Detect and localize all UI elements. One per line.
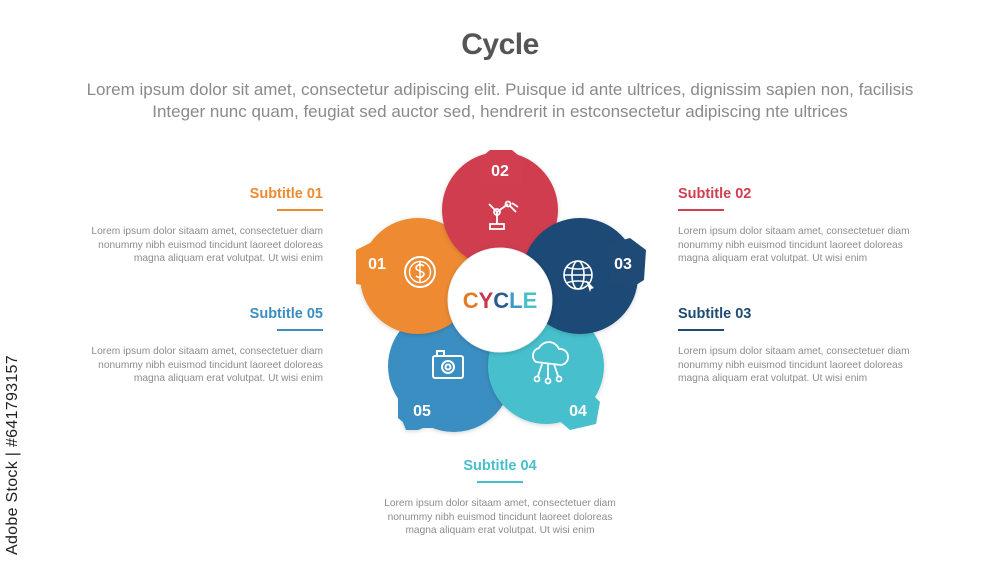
center-letter-l: L: [509, 288, 522, 313]
description-line-2: Integer nunc quam, feugiat sed auctor se…: [152, 102, 848, 121]
center-letter-c2: C: [493, 288, 509, 313]
center-label: CYCLE: [463, 288, 538, 313]
globe-icon: [563, 260, 594, 292]
camera-icon: [432, 350, 464, 379]
segment-04-number: 04: [569, 403, 587, 420]
segment-03-number: 03: [614, 256, 632, 273]
item-04-text: Lorem ipsum dolor sitaam amet, consectet…: [384, 498, 616, 536]
item-block-02: Subtitle 02 Lorem ipsum dolor sitaam ame…: [678, 186, 918, 266]
dollar-coin-icon: [404, 256, 436, 288]
subtitle-01: Subtitle 01: [249, 186, 323, 202]
segment-01: 01: [356, 218, 476, 334]
description-line-1: Lorem ipsum dolor sit amet, consectetur …: [86, 80, 914, 99]
center-circle: [447, 247, 553, 353]
stock-credit: Adobe Stock | #641793157: [4, 355, 21, 555]
item-03-text: Lorem ipsum dolor sitaam amet, consectet…: [678, 346, 910, 384]
item-02-text: Lorem ipsum dolor sitaam amet, consectet…: [678, 226, 910, 264]
item-block-04: Subtitle 04 Lorem ipsum dolor sitaam ame…: [380, 458, 620, 538]
item-01-text: Lorem ipsum dolor sitaam amet, consectet…: [91, 226, 323, 264]
page-title: Cycle: [461, 28, 539, 61]
subtitle-02-underline: [678, 209, 724, 211]
subtitle-03-underline: [678, 329, 724, 331]
segment-02: 02: [442, 150, 558, 268]
segment-01-number: 01: [368, 256, 386, 273]
subtitle-02: Subtitle 02: [678, 186, 752, 202]
item-block-03: Subtitle 03 Lorem ipsum dolor sitaam ame…: [678, 306, 918, 386]
item-05-text: Lorem ipsum dolor sitaam amet, consectet…: [91, 346, 323, 384]
center-letter-c1: C: [463, 288, 479, 313]
center-letter-y: Y: [479, 288, 494, 313]
subtitle-04-underline: [477, 481, 523, 483]
segment-02-number: 02: [491, 163, 509, 180]
subtitle-03: Subtitle 03: [678, 306, 752, 322]
cloud-network-icon: [532, 341, 569, 385]
subtitle-05: Subtitle 05: [249, 306, 323, 322]
subtitle-04: Subtitle 04: [463, 458, 537, 474]
subtitle-01-underline: [277, 209, 323, 211]
segment-05-number: 05: [413, 403, 431, 420]
item-block-01: Subtitle 01 Lorem ipsum dolor sitaam ame…: [83, 186, 323, 266]
robotic-arm-icon: [488, 200, 519, 230]
item-block-05: Subtitle 05 Lorem ipsum dolor sitaam ame…: [83, 306, 323, 386]
center-letter-e: E: [523, 288, 538, 313]
subtitle-05-underline: [277, 329, 323, 331]
